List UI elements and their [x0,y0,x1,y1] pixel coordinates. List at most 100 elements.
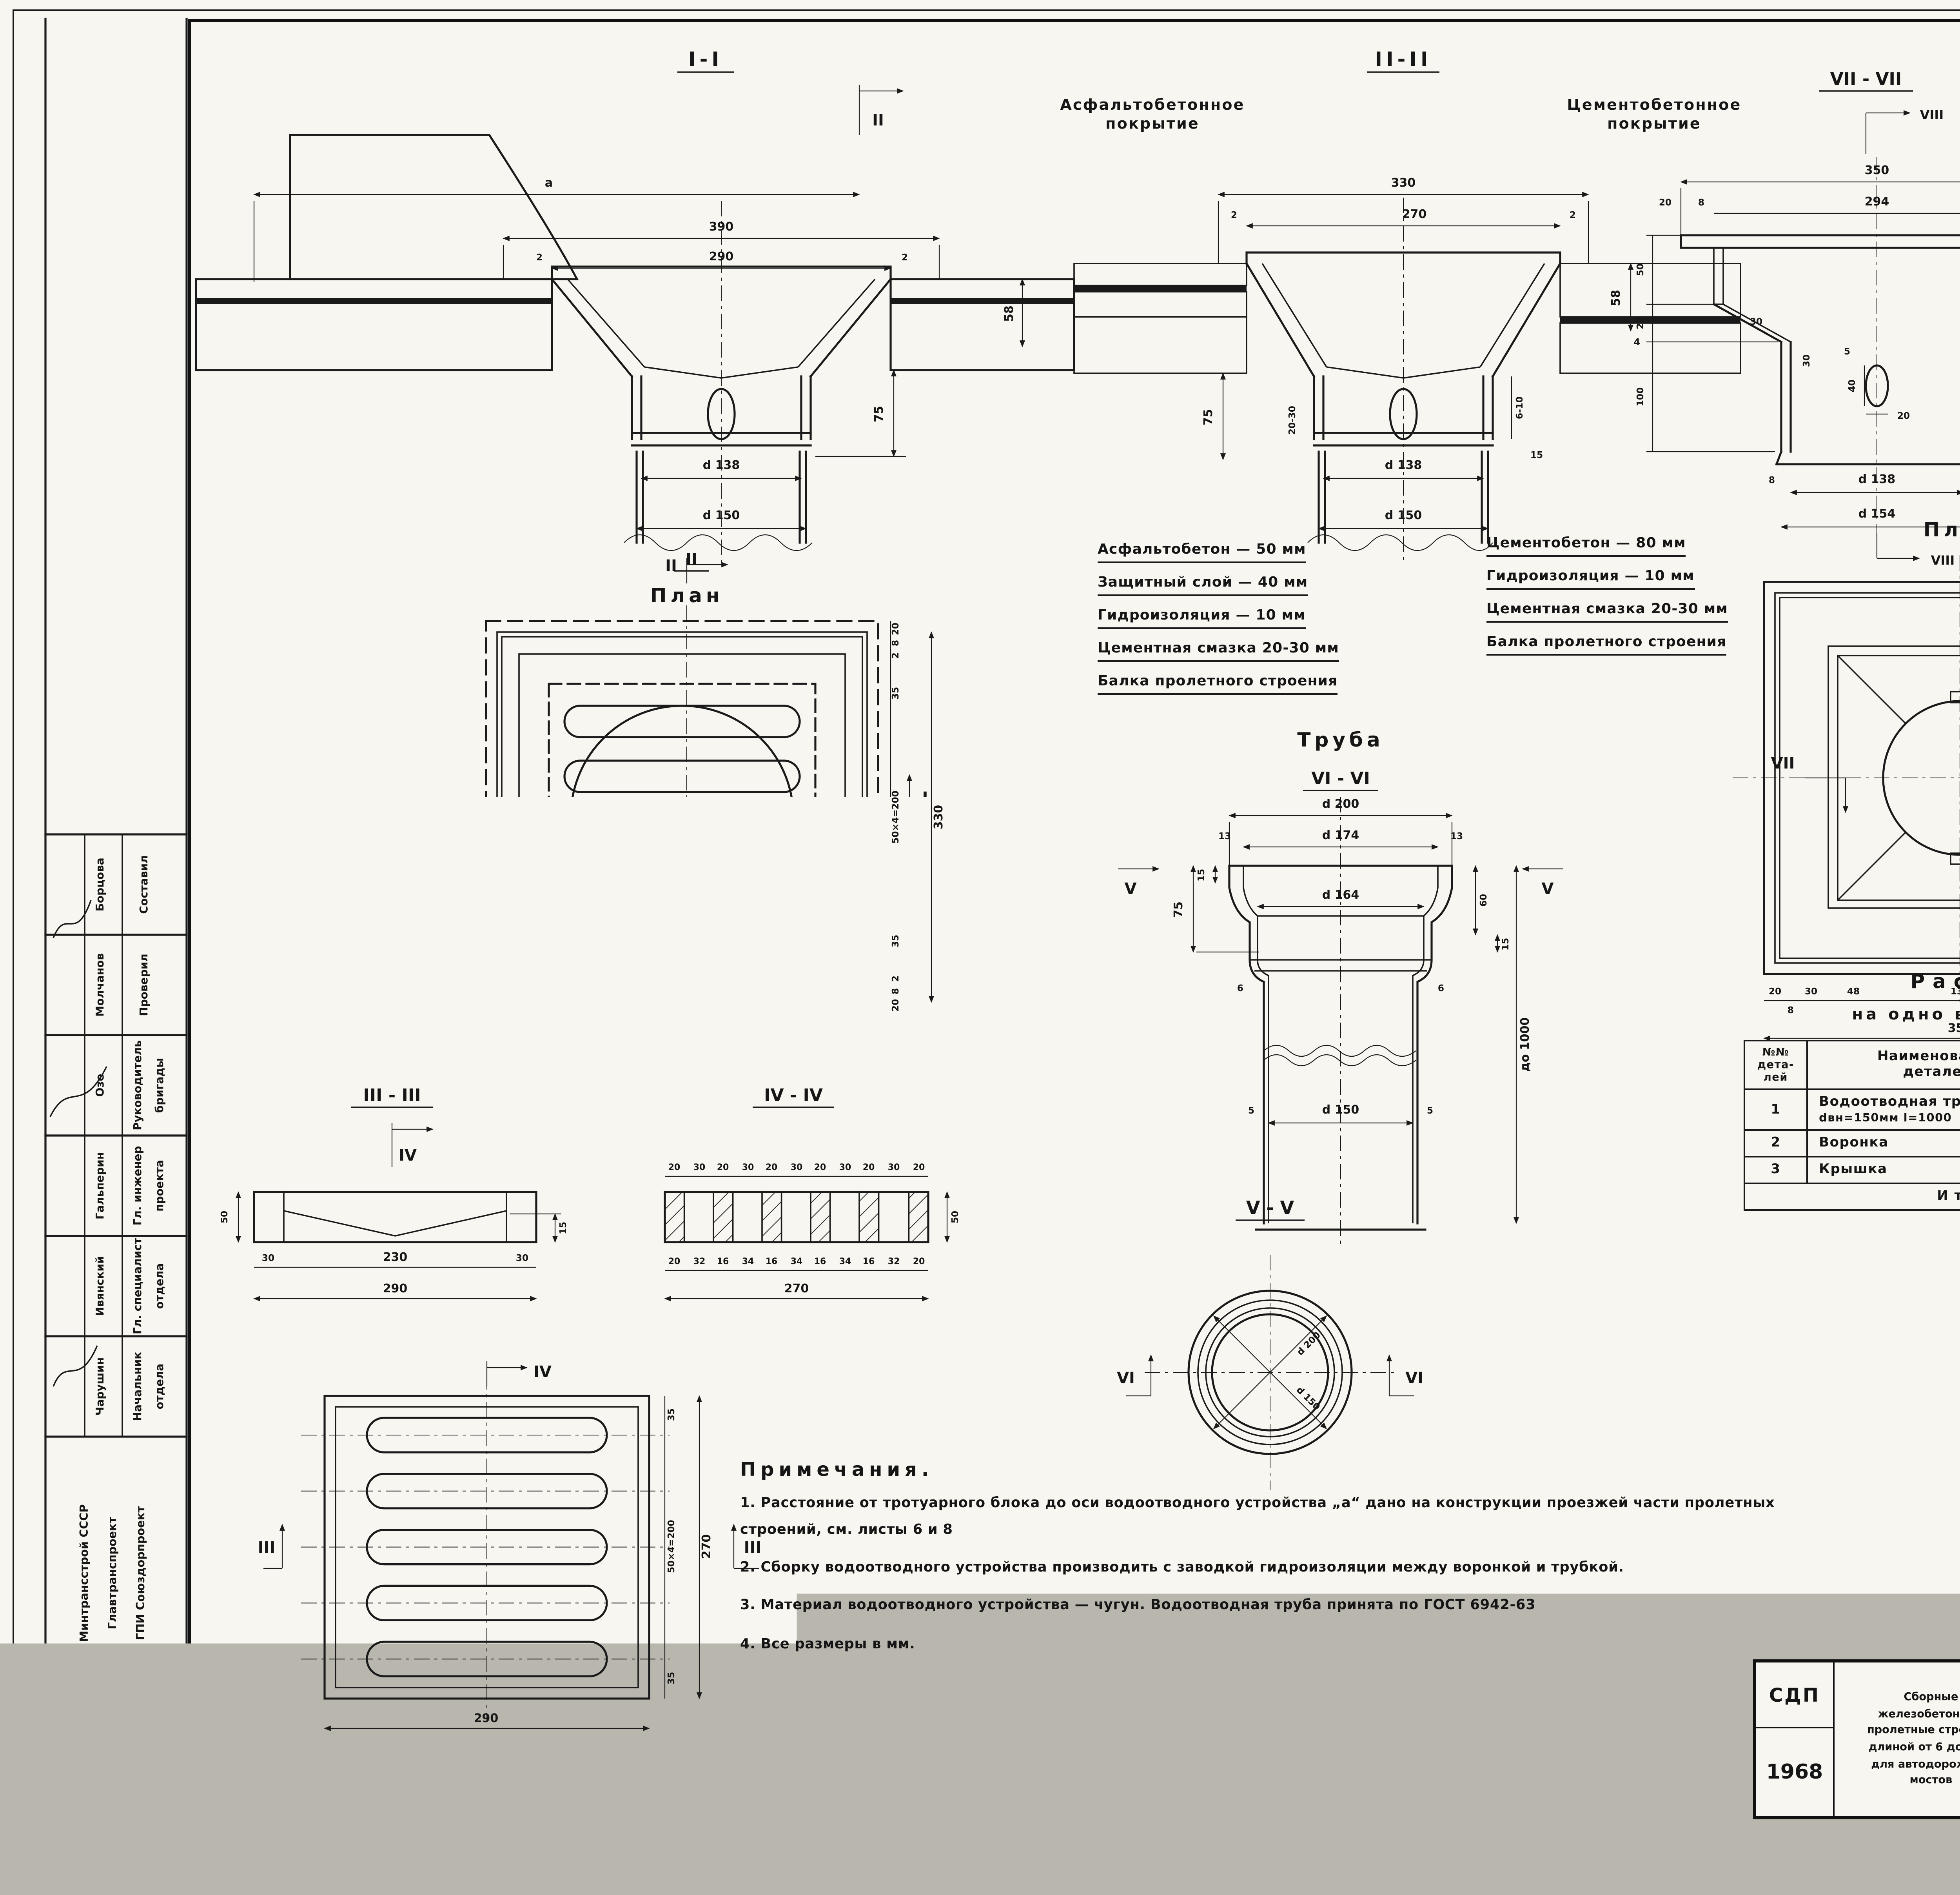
bottom-dim-row: 2032 1634 1634 1634 1632 20 [665,1257,928,1270]
dim-label: 270 [1402,207,1427,221]
svg-text:20: 20 [862,1017,875,1028]
cover-title: Крышка [533,1045,753,1068]
section-marker: V [1125,880,1137,898]
table-subtitle: на одно водоотводное устройство [1744,1007,1960,1024]
section-title: III - III [363,1085,421,1105]
dim-label: 6 [1237,983,1243,994]
dim-label: 30 [1750,316,1762,327]
org-code: СДП [1756,1662,1835,1728]
stamp-name: Борцова [93,858,106,911]
stamp-role: Составил [137,855,150,914]
dim-label: до 1000 [1518,1017,1532,1072]
svg-text:50×4=200: 50×4=200 [890,790,901,844]
svg-text:34: 34 [791,1257,803,1266]
svg-text:8: 8 [851,1036,858,1047]
dim-label: 20-30 [1287,406,1298,435]
table-row: 1 Водоотводная трубкаdвн=150мм l=1000 12… [1744,1089,1960,1130]
stamp-role: Начальник [131,1352,144,1421]
stamp-org-line: Главтранспроект [105,1517,119,1629]
dim-label: 15 [1500,938,1511,950]
dim-label: 35 [666,1672,677,1684]
dim-label: 2 [536,252,543,263]
section-marker: II [665,557,677,575]
cover-section-III: III - III IV 50 15 30 230 30 290 [207,1079,591,1354]
dim-label: 15 [1530,450,1543,460]
dim-label: 330 [932,805,946,830]
svg-text:30: 30 [791,1163,803,1172]
deck-left [196,279,552,370]
svg-text:16: 16 [766,1257,778,1266]
section-title: VII - VII [1830,69,1902,89]
svg-text:2: 2 [890,652,901,659]
section-title: План [1924,518,1960,541]
slot-centerlines [301,1374,670,1722]
plan-left: II План I 20 8 2 35 50×4=200 35 2 8 20 3… [392,552,988,1085]
dim-label: 50×4=200 [666,1520,677,1573]
dim-label: 20 [1897,411,1910,421]
stamp-role: бригады [153,1058,166,1113]
dim-label: 290 [474,1711,499,1725]
section-marker: VI [1117,1369,1135,1387]
svg-text:20: 20 [766,1163,778,1172]
table-title: Расход металла [1744,969,1960,993]
svg-text:16: 16 [717,1257,729,1266]
svg-text:2: 2 [521,1017,527,1028]
stamp-role: Руководитель [131,1040,144,1130]
year: 1968 [1756,1728,1835,1816]
bottom-dim-chain: 20 8 2 290 2 8 20 [486,1017,878,1047]
stamp-name: Гальперин [93,1152,106,1219]
dim-label: 2 [1570,210,1576,220]
cover-ribs [665,1192,928,1242]
svg-text:30: 30 [693,1163,706,1172]
svg-text:2: 2 [837,1017,844,1028]
svg-text:30: 30 [742,1163,754,1172]
left-dim-chain: 50 27 100 [1635,235,1778,452]
note-item: 1. Расстояние от тротуарного блока до ос… [740,1492,1822,1545]
svg-text:290: 290 [673,1017,691,1028]
dim-label: 60 [1478,894,1489,907]
svg-text:20: 20 [814,1163,826,1172]
stamp-role: отдела [153,1364,166,1409]
notes-block: Примечания. 1. Расстояние от тротуарного… [740,1459,1822,1659]
note-item: 4. Все размеры в мм. [740,1632,1822,1659]
dim-label: 2 [1231,210,1237,220]
stamp-role: Гл. специалист [131,1237,144,1334]
dim-label: 330 [1391,176,1416,190]
svg-text:35: 35 [890,935,901,947]
dim-label: 5 [1248,1105,1254,1116]
stamp-org-line: ГПИ Союздорпроект [134,1506,147,1640]
layer-item: Балка пролетного строения [1486,635,1726,656]
section-title: V - V [1246,1197,1294,1218]
dim-label: 75 [1201,409,1215,425]
dim-label: 50 [219,1211,230,1223]
svg-text:16: 16 [863,1257,875,1266]
section-marker: I [922,789,928,807]
layer-item: Цементная смазка 20-30 мм [1098,641,1339,662]
asphalt-layer-list: Асфальтобетон — 50 мм Защитный слой — 40… [1098,543,1474,707]
dim-label: d 150 [1294,1384,1322,1412]
dim-label: 6-10 [1514,396,1525,419]
section-title: I-I [688,48,723,71]
svg-text:20: 20 [913,1257,925,1266]
dim-label: 8 [1769,475,1775,485]
dim-label: 5 [1844,346,1850,357]
stamp-role: Гл. инженер [131,1146,144,1226]
layer-item: Гидроизоляция — 10 мм [1098,609,1306,629]
svg-text:35: 35 [890,687,901,699]
dim-label: 6 [1438,983,1444,994]
dim-label: 20 [1659,197,1671,208]
layer-item: Цементная смазка 20-30 мм [1486,602,1728,623]
svg-text:20: 20 [489,1017,502,1028]
dim-label: 30 [516,1253,528,1263]
dim-label: 15 [1196,869,1207,881]
svg-text:27: 27 [1635,317,1646,329]
metal-consumption: Расход металла на одно водоотводное устр… [1744,969,1960,1211]
dim-label: 35 [666,1408,677,1421]
svg-text:34: 34 [742,1257,754,1266]
svg-text:34: 34 [839,1257,851,1266]
section-marker: III [258,1539,276,1557]
note-item: 2. Сборку водоотводного устройства произ… [740,1556,1822,1583]
svg-text:20: 20 [890,999,901,1012]
